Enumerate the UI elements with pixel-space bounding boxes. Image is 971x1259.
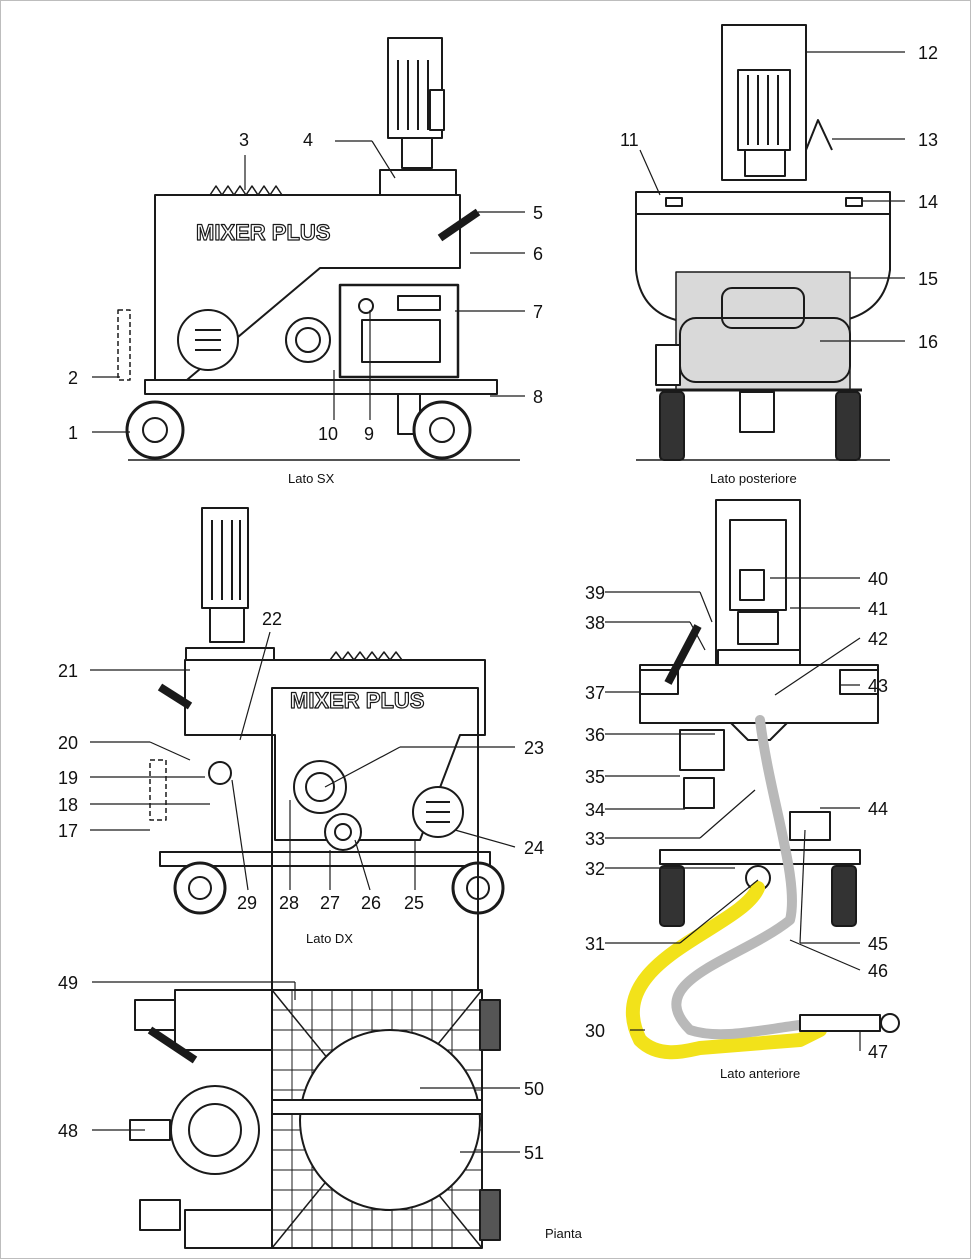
callout-15: 15 [918,269,939,289]
callout-21: 21 [58,661,79,681]
leader-lines [90,51,905,1153]
callout-10: 10 [318,424,339,444]
callout-27: 27 [320,893,341,913]
chassis [144,379,498,395]
callout-24: 24 [524,838,545,858]
callout-4: 4 [303,130,314,150]
chassis [659,849,861,865]
mixing-shaft [299,1029,481,1211]
callout-2: 2 [68,368,79,388]
callout-41: 41 [868,599,889,619]
callout-31: 31 [585,934,606,954]
spray-gun [799,1014,881,1032]
wheel [835,391,861,461]
caption-front: Lato anteriore [720,1066,801,1081]
callout-14: 14 [918,192,939,212]
callout-35: 35 [585,767,606,787]
callout-32: 32 [585,859,606,879]
caption-left-side: Lato SX [288,471,335,486]
mortar-hose [625,881,827,1060]
callout-29: 29 [237,893,258,913]
wheel [173,861,227,915]
callout-11: 11 [620,130,639,150]
control-box [679,729,725,771]
plan-view [129,687,501,1249]
callout-5: 5 [533,203,544,223]
callout-43: 43 [868,676,889,696]
pump-flange [170,1085,260,1175]
callout-44: 44 [868,799,889,819]
vertical-motor [201,507,249,609]
callout-46: 46 [868,961,889,981]
callout-13: 13 [918,130,939,150]
wheel [831,865,857,927]
brand-logo-left: MIXER PLUS [196,220,330,245]
left-side-view: MIXER PLUS [117,37,520,461]
caption-plan: Pianta [545,1226,582,1241]
rear-panel [675,271,851,391]
callout-19: 19 [58,768,79,788]
callout-42: 42 [868,629,889,649]
callout-1: 1 [68,423,79,443]
caption-right-side: Lato DX [306,931,353,946]
wheel [412,400,472,460]
callout-26: 26 [361,893,382,913]
callout-51: 51 [524,1143,545,1163]
callout-17: 17 [58,821,79,841]
callout-30: 30 [585,1021,606,1041]
callout-18: 18 [58,795,79,815]
callout-45: 45 [868,934,889,954]
caption-rear: Lato posteriore [710,471,797,486]
wheel [659,865,685,927]
rear-view [635,24,891,461]
callout-49: 49 [58,973,79,993]
wheel [659,391,685,461]
callout-9: 9 [364,424,375,444]
pressure-gauge [208,761,232,785]
callout-36: 36 [585,725,606,745]
callout-8: 8 [533,387,544,407]
callout-37: 37 [585,683,606,703]
callout-22: 22 [262,609,283,629]
callout-3: 3 [239,130,250,150]
right-side-view: MIXER PLUS [149,507,505,915]
wheel [125,400,185,460]
callout-34: 34 [585,800,606,820]
callout-7: 7 [533,302,544,322]
brand-logo-right: MIXER PLUS [290,688,424,713]
pump [324,813,362,851]
callout-47: 47 [868,1042,889,1062]
callout-16: 16 [918,332,939,352]
grid-teeth [209,185,283,196]
callout-12: 12 [918,43,939,63]
callout-23: 23 [524,738,545,758]
hopper-top [635,191,891,215]
callout-38: 38 [585,613,606,633]
callout-48: 48 [58,1121,79,1141]
air-hose [671,715,805,1040]
callout-25: 25 [404,893,425,913]
fan-motor [293,760,347,814]
callout-28: 28 [279,893,300,913]
hopper [184,659,486,841]
callout-33: 33 [585,829,606,849]
callout-50: 50 [524,1079,545,1099]
callout-39: 39 [585,583,606,603]
front-view [625,499,900,1060]
callout-40: 40 [868,569,889,589]
callout-20: 20 [58,733,79,753]
callout-6: 6 [533,244,544,264]
